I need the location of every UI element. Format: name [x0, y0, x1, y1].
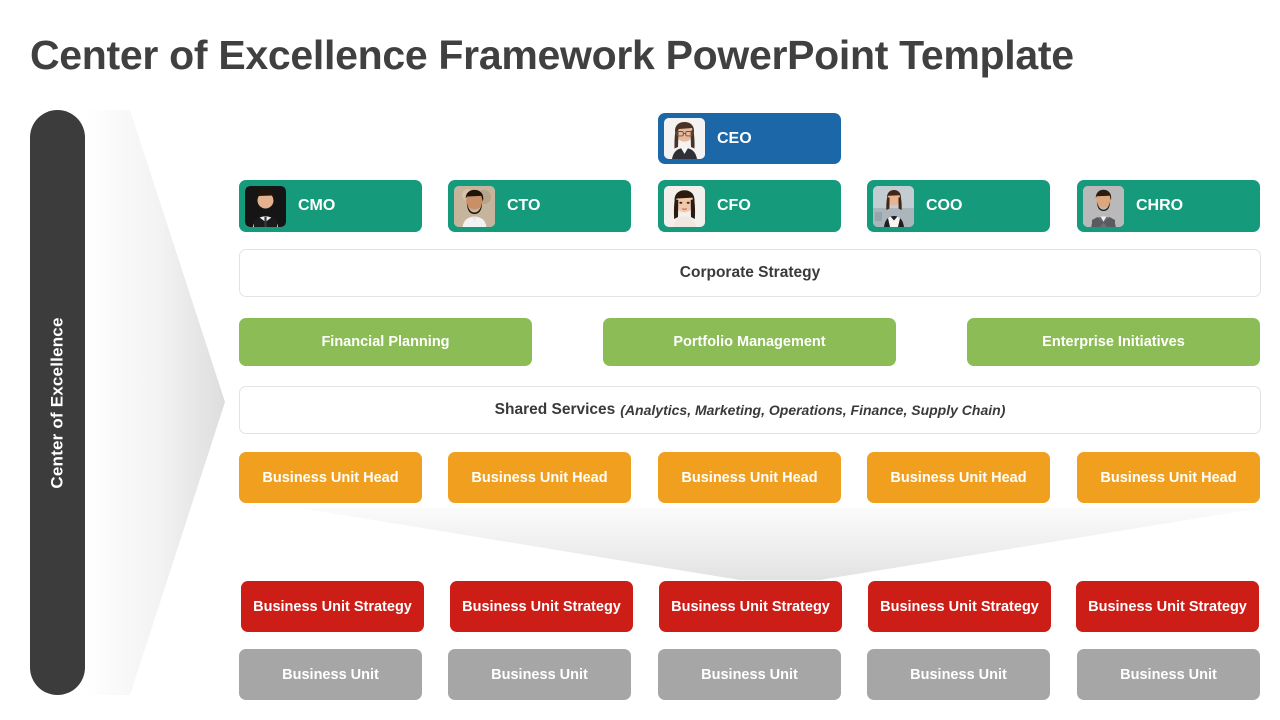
strategy-function-portfolio-management[interactable]: Portfolio Management	[603, 318, 896, 366]
business-unit-2[interactable]: Business Unit	[448, 649, 631, 700]
business-unit-strategy-label: Business Unit Strategy	[462, 598, 621, 615]
business-unit-strategy-label: Business Unit Strategy	[253, 598, 412, 615]
cto-avatar	[454, 185, 495, 227]
downward-chevron-shape	[300, 508, 1260, 580]
coo-role-label: COO	[926, 197, 963, 214]
business-unit-head-label: Business Unit Head	[890, 469, 1027, 486]
shared-services-bar[interactable]: Shared Services (Analytics, Marketing, O…	[239, 386, 1261, 434]
cmo-role-label: CMO	[298, 197, 336, 214]
business-unit-label: Business Unit	[1120, 666, 1217, 683]
business-unit-head-3[interactable]: Business Unit Head	[658, 452, 841, 503]
cmo-avatar	[245, 185, 286, 227]
center-of-excellence-label: Center of Excellence	[47, 316, 67, 489]
business-unit-strategy-label: Business Unit Strategy	[671, 598, 830, 615]
business-unit-strategy-label: Business Unit Strategy	[1088, 598, 1247, 615]
business-unit-strategy-5[interactable]: Business Unit Strategy	[1076, 581, 1259, 632]
cfo-avatar	[664, 185, 705, 227]
exec-card-chro[interactable]: CHRO	[1077, 180, 1260, 232]
business-unit-head-2[interactable]: Business Unit Head	[448, 452, 631, 503]
coo-avatar	[873, 185, 914, 227]
business-unit-strategy-label: Business Unit Strategy	[880, 598, 1039, 615]
business-unit-label: Business Unit	[282, 666, 379, 683]
ceo-card[interactable]: CEO	[658, 113, 841, 164]
exec-card-cfo[interactable]: CFO	[658, 180, 841, 232]
page-title: Center of Excellence Framework PowerPoin…	[30, 32, 1074, 78]
business-unit-head-5[interactable]: Business Unit Head	[1077, 452, 1260, 503]
center-of-excellence-banner	[30, 110, 85, 695]
exec-card-cmo[interactable]: CMO	[239, 180, 422, 232]
strategy-function-enterprise-initiatives[interactable]: Enterprise Initiatives	[967, 318, 1260, 366]
strategy-function-label: Financial Planning	[321, 334, 450, 350]
business-unit-3[interactable]: Business Unit	[658, 649, 841, 700]
chro-avatar	[1083, 185, 1124, 227]
business-unit-head-label: Business Unit Head	[1100, 469, 1237, 486]
business-unit-head-1[interactable]: Business Unit Head	[239, 452, 422, 503]
ceo-avatar	[664, 118, 705, 159]
business-unit-head-label: Business Unit Head	[681, 469, 818, 486]
cfo-role-label: CFO	[717, 197, 751, 214]
ceo-role-label: CEO	[717, 129, 752, 147]
chro-role-label: CHRO	[1136, 197, 1184, 214]
business-unit-head-4[interactable]: Business Unit Head	[867, 452, 1050, 503]
exec-card-coo[interactable]: COO	[867, 180, 1050, 232]
center-of-excellence-arrow-shape	[85, 110, 225, 695]
business-unit-5[interactable]: Business Unit	[1077, 649, 1260, 700]
shared-services-label: Shared Services	[494, 401, 616, 418]
business-unit-label: Business Unit	[701, 666, 798, 683]
center-of-excellence-label-wrap: Center of Excellence	[30, 110, 85, 695]
business-unit-1[interactable]: Business Unit	[239, 649, 422, 700]
business-unit-label: Business Unit	[491, 666, 588, 683]
corporate-strategy-label: Corporate Strategy	[679, 264, 821, 281]
exec-card-cto[interactable]: CTO	[448, 180, 631, 232]
corporate-strategy-bar[interactable]: Corporate Strategy	[239, 249, 1261, 297]
business-unit-head-label: Business Unit Head	[471, 469, 608, 486]
business-unit-strategy-4[interactable]: Business Unit Strategy	[868, 581, 1051, 632]
strategy-function-label: Enterprise Initiatives	[1042, 334, 1185, 350]
business-unit-strategy-2[interactable]: Business Unit Strategy	[450, 581, 633, 632]
business-unit-strategy-3[interactable]: Business Unit Strategy	[659, 581, 842, 632]
business-unit-4[interactable]: Business Unit	[867, 649, 1050, 700]
strategy-function-financial-planning[interactable]: Financial Planning	[239, 318, 532, 366]
business-unit-label: Business Unit	[910, 666, 1007, 683]
business-unit-head-label: Business Unit Head	[262, 469, 399, 486]
strategy-function-label: Portfolio Management	[673, 334, 826, 350]
shared-services-detail: (Analytics, Marketing, Operations, Finan…	[620, 402, 1006, 418]
business-unit-strategy-1[interactable]: Business Unit Strategy	[241, 581, 424, 632]
cto-role-label: CTO	[507, 197, 541, 214]
